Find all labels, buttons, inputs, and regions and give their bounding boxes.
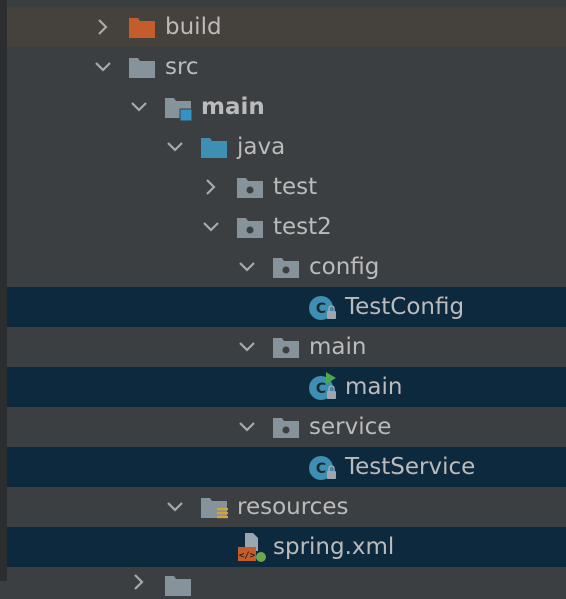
package-folder-icon	[273, 338, 299, 358]
tree-item-label: src	[165, 54, 199, 80]
chevron-down-icon[interactable]	[92, 56, 114, 78]
package-folder-icon	[273, 258, 299, 278]
java-main-class-icon: C	[309, 372, 336, 400]
svg-text:C: C	[316, 301, 326, 317]
chevron-down-icon[interactable]	[236, 416, 258, 438]
chevron-down-icon[interactable]	[200, 216, 222, 238]
chevron-down-icon[interactable]	[236, 336, 258, 358]
tree-row-main-class[interactable]: C main	[7, 367, 566, 407]
java-class-icon: C	[309, 296, 336, 320]
chevron-down-icon[interactable]	[236, 256, 258, 278]
tree-item-label: test2	[273, 214, 332, 240]
tree-item-label: java	[237, 134, 286, 160]
chevron-down-icon[interactable]	[128, 96, 150, 118]
tree-item-label: resources	[237, 494, 349, 520]
tree-row-src[interactable]: src	[7, 47, 566, 87]
java-class-icon: C	[309, 456, 336, 480]
package-folder-icon	[237, 218, 263, 238]
svg-text:C: C	[316, 381, 326, 397]
chevron-right-icon[interactable]	[92, 16, 114, 38]
chevron-down-icon[interactable]	[164, 136, 186, 158]
tree-item-label: config	[309, 254, 380, 280]
tree-item-label: build	[165, 14, 222, 40]
tree-row-resources[interactable]: resources	[7, 487, 566, 527]
tree-row-java[interactable]: java	[7, 127, 566, 167]
tree-row-testconfig[interactable]: C TestConfig	[7, 287, 566, 327]
svg-text:</>: </>	[239, 551, 256, 561]
tree-item-label: service	[309, 414, 392, 440]
project-tree[interactable]: build src main java	[7, 0, 566, 596]
tree-row-test[interactable]: test	[7, 167, 566, 207]
tree-item-label: main	[345, 374, 403, 400]
left-gutter	[0, 0, 7, 581]
tree-item-label: test	[273, 174, 318, 200]
tree-row-main-module[interactable]: main	[7, 87, 566, 127]
folder-icon	[165, 576, 191, 596]
tree-row-test2[interactable]: test2	[7, 207, 566, 247]
tree-row-spring-xml[interactable]: </> spring.xml	[7, 527, 566, 567]
chevron-right-icon[interactable]	[200, 176, 222, 198]
tree-row-partial	[7, 567, 566, 596]
tree-row-testservice[interactable]: C TestService	[7, 447, 566, 487]
tree-row-service[interactable]: service	[7, 407, 566, 447]
tree-row-top-partial	[7, 0, 566, 6]
tree-row-main-package[interactable]: main	[7, 327, 566, 367]
tree-item-label: TestService	[345, 454, 476, 480]
tree-item-label: main	[201, 94, 265, 120]
chevron-down-icon[interactable]	[164, 496, 186, 518]
svg-text:C: C	[316, 461, 326, 477]
tree-row-config[interactable]: config	[7, 247, 566, 287]
folder-icon	[129, 58, 155, 78]
package-folder-icon	[273, 418, 299, 438]
chevron-right-icon	[134, 574, 144, 590]
tree-item-label: TestConfig	[345, 294, 465, 320]
tree-item-label: main	[309, 334, 367, 360]
spring-xml-file-icon: </>	[238, 533, 266, 562]
package-folder-icon	[237, 178, 263, 198]
source-folder-icon	[201, 138, 227, 158]
tree-item-label: spring.xml	[273, 534, 395, 560]
resources-folder-icon	[201, 498, 228, 519]
tree-row-build[interactable]: build	[7, 7, 566, 47]
module-folder-icon	[165, 98, 193, 121]
excluded-folder-icon	[129, 18, 155, 38]
